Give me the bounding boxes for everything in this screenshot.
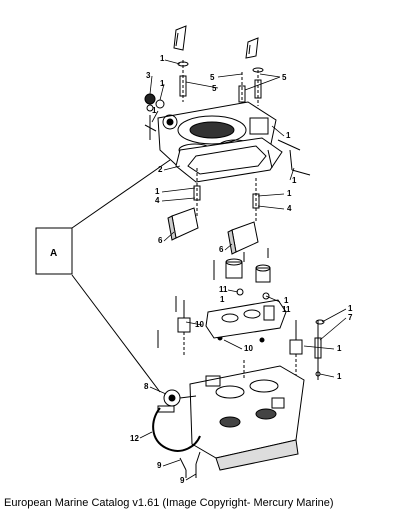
callout-11: 11 xyxy=(282,305,291,314)
callout-1: 1 xyxy=(286,131,291,140)
callout-5: 5 xyxy=(282,73,287,82)
callout-leaders xyxy=(139,59,347,481)
callout-3: 3 xyxy=(146,71,151,80)
callout-1: 1 xyxy=(287,189,292,198)
callout-1: 1 xyxy=(160,54,165,63)
top-gasket-right xyxy=(245,37,259,59)
jet-assembly-right xyxy=(289,319,325,380)
metering-rods xyxy=(193,168,260,222)
right-linkage xyxy=(267,139,311,176)
callout-1: 1 xyxy=(337,344,342,353)
callout-7: 7 xyxy=(348,313,353,322)
callout-5: 5 xyxy=(210,73,215,82)
float-right xyxy=(227,221,259,255)
callout-5: 5 xyxy=(212,84,217,93)
top-gasket-left xyxy=(173,25,187,51)
callout-11: 11 xyxy=(219,285,228,294)
inset-frame xyxy=(35,227,73,275)
callout-1: 1 xyxy=(155,187,160,196)
main-body xyxy=(189,360,305,471)
air-horn-gasket xyxy=(175,137,283,183)
callout-1: 1 xyxy=(292,176,297,185)
callout-12: 12 xyxy=(130,434,139,443)
main-gasket xyxy=(205,299,287,339)
callout-1: 1 xyxy=(337,372,342,381)
image-caption: European Marine Catalog v1.61 (Image Cop… xyxy=(4,497,334,509)
callout-1: 1 xyxy=(160,79,165,88)
callout-1: 1 xyxy=(284,296,289,305)
inset-leader-lines xyxy=(71,159,171,393)
callout-6: 6 xyxy=(158,236,163,245)
callout-6: 6 xyxy=(219,245,224,254)
secondary-parts xyxy=(213,248,271,283)
callout-1: 1 xyxy=(152,106,157,115)
callout-4: 4 xyxy=(155,196,160,205)
choke-pull-off xyxy=(157,389,197,413)
callout-8: 8 xyxy=(144,382,149,391)
float-left xyxy=(167,207,199,241)
callout-9: 9 xyxy=(157,461,162,470)
callout-1: 1 xyxy=(220,295,225,304)
callout-2: 2 xyxy=(158,165,163,174)
callout-labels: 1 3 1 5 5 5 1 1 2 1 1 4 1 4 6 6 11 1 1 1… xyxy=(50,54,353,485)
vacuum-hose xyxy=(152,407,201,452)
callout-9: 9 xyxy=(180,476,185,485)
mounting-screws xyxy=(179,451,201,478)
inset-label: A xyxy=(50,248,57,259)
callout-1: 1 xyxy=(348,304,353,313)
callout-10: 10 xyxy=(244,344,253,353)
callout-4: 4 xyxy=(287,204,292,213)
jet-assembly-left xyxy=(157,296,191,356)
air-horn-screws xyxy=(177,60,264,110)
